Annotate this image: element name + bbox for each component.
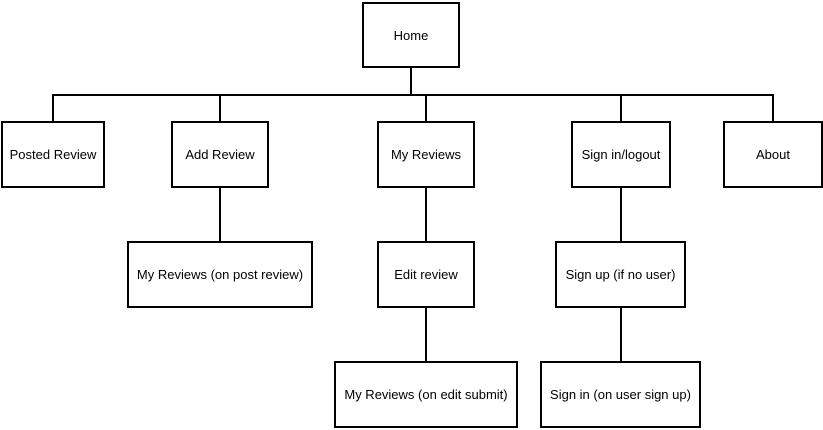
node-sign-in-on-user-sign-up[interactable]: Sign in (on user sign up)	[540, 361, 701, 428]
node-home-label: Home	[393, 27, 429, 43]
node-sign-in-logout[interactable]: Sign in/logout	[571, 121, 671, 188]
node-my-reviews-on-edit-submit-label: My Reviews (on edit submit)	[344, 387, 508, 402]
node-home[interactable]: Home	[362, 2, 460, 68]
node-my-reviews-on-post-review[interactable]: My Reviews (on post review)	[127, 241, 313, 308]
node-edit-review[interactable]: Edit review	[377, 241, 475, 308]
node-my-reviews-label: My Reviews	[390, 147, 462, 162]
node-my-reviews[interactable]: My Reviews	[377, 121, 475, 188]
node-add-review-label: Add Review	[185, 147, 255, 162]
node-about-label: About	[756, 147, 790, 162]
node-posted-review[interactable]: Posted Review	[1, 121, 105, 188]
node-posted-review-label: Posted Review	[9, 147, 97, 162]
node-sign-in-logout-label: Sign in/logout	[581, 147, 661, 162]
node-add-review[interactable]: Add Review	[171, 121, 269, 188]
node-edit-review-label: Edit review	[394, 267, 458, 282]
node-my-reviews-on-edit-submit[interactable]: My Reviews (on edit submit)	[334, 361, 518, 428]
node-my-reviews-on-post-review-label: My Reviews (on post review)	[136, 267, 304, 282]
node-sign-up-label: Sign up (if no user)	[565, 267, 676, 282]
node-about[interactable]: About	[723, 121, 823, 188]
node-sign-up[interactable]: Sign up (if no user)	[555, 241, 686, 308]
node-sign-in-on-user-sign-up-label: Sign in (on user sign up)	[550, 387, 691, 402]
